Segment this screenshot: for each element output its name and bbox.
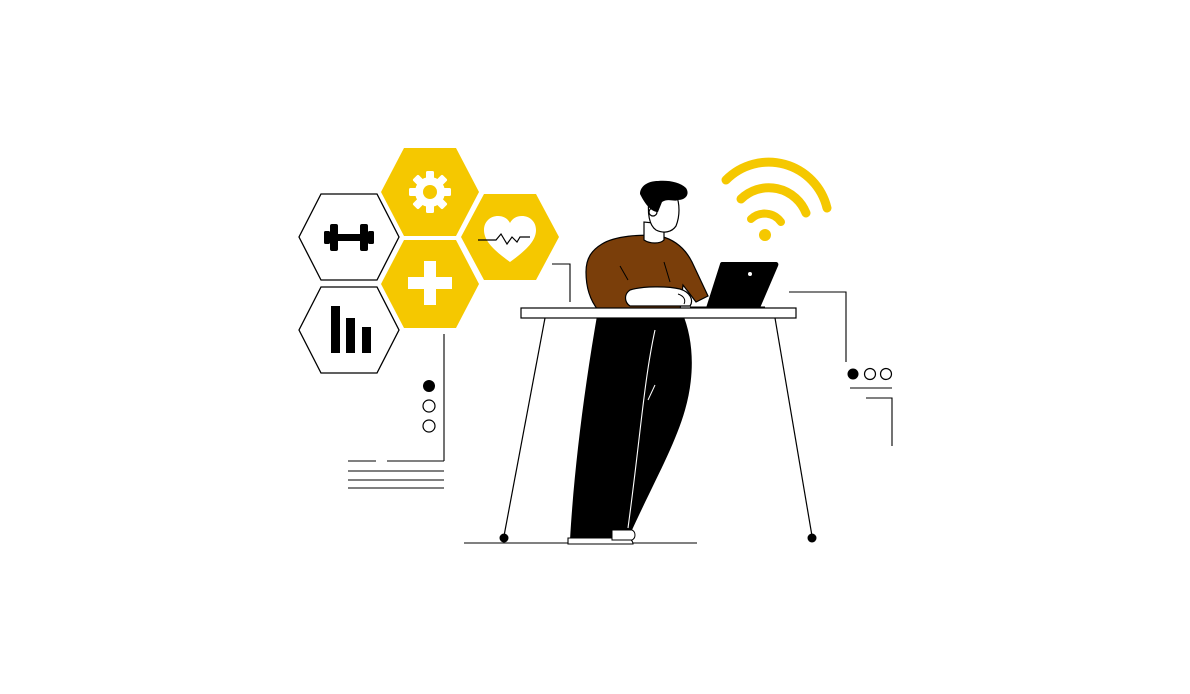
wifi-icon (721, 157, 832, 241)
hexagon-cluster (298, 148, 559, 374)
pagination-dot-active (847, 368, 859, 380)
bar-chart-icon (331, 306, 371, 353)
bar-chart-hexagon (298, 286, 400, 374)
right-pagination (789, 291, 893, 446)
pagination-dot-active (423, 380, 435, 392)
plus-icon (408, 261, 452, 305)
heart-hexagon (461, 194, 559, 280)
person-hair (640, 180, 688, 212)
pagination-dot (879, 367, 893, 381)
person-forearm (624, 286, 693, 307)
left-pagination (348, 334, 445, 489)
connector-line-left (552, 263, 571, 302)
plus-hexagon (381, 240, 479, 328)
desk-top (520, 307, 797, 319)
gear-icon (409, 171, 451, 213)
person-pants (570, 310, 692, 540)
dumbbell-icon (324, 224, 374, 251)
gear-hexagon (381, 148, 479, 236)
laptop-screen (706, 262, 779, 308)
pagination-dot (422, 419, 436, 433)
pagination-dot (422, 399, 436, 413)
desk-legs (499, 317, 817, 543)
pagination-dot (863, 367, 877, 381)
person-figure (567, 180, 709, 545)
dumbbell-hexagon (298, 193, 400, 281)
